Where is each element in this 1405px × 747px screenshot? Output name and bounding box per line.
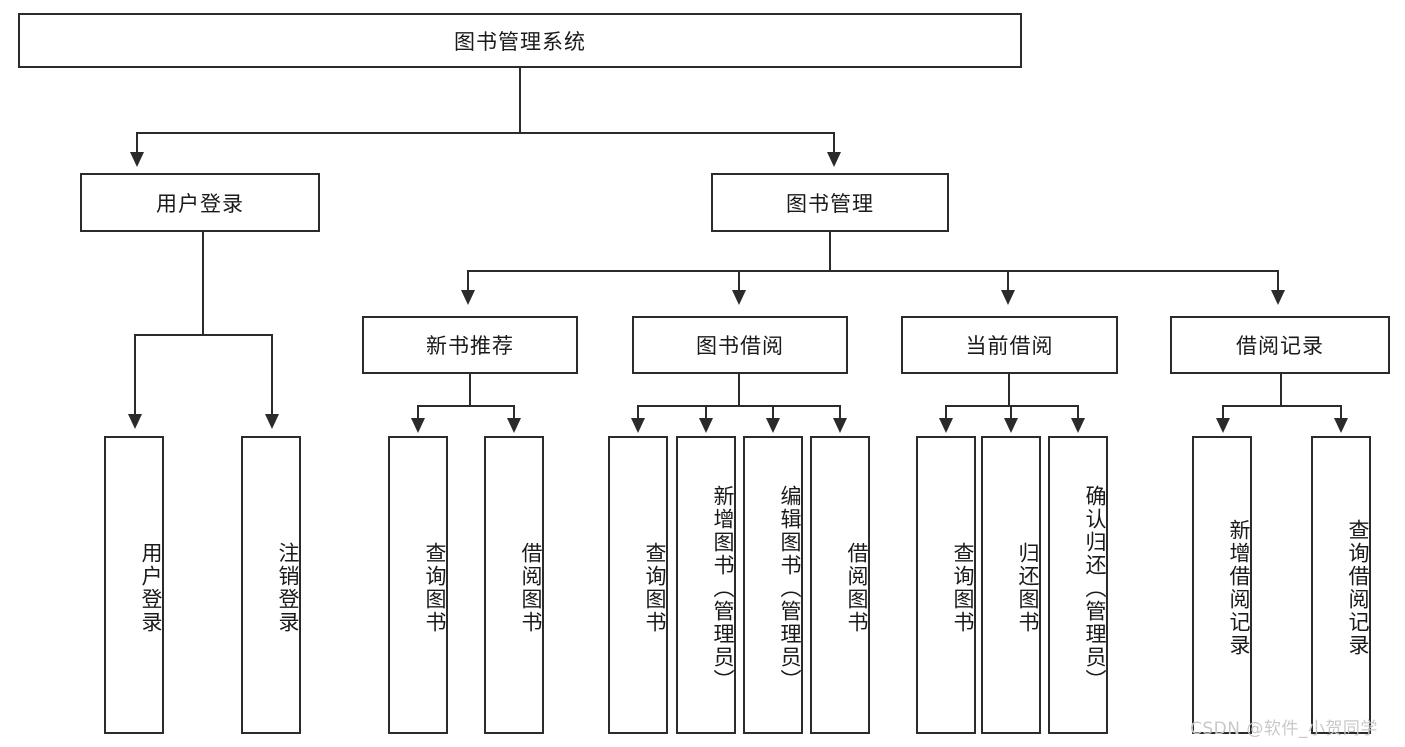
connector-bb-drop-1 — [637, 405, 639, 419]
arrowhead-nb-leaf-1 — [411, 418, 425, 433]
arrowhead-br-leaf-1 — [1216, 418, 1230, 433]
leaf-bb-borrow-book[interactable]: 借阅图书 — [810, 436, 870, 734]
arrowhead-cb-leaf-1 — [939, 418, 953, 433]
connector-root-drop-left — [136, 132, 138, 154]
node-book-management[interactable]: 图书管理 — [711, 173, 949, 232]
leaf-bb-edit-book-label: 编辑图书（管理员） — [778, 484, 802, 692]
node-user-login[interactable]: 用户登录 — [80, 173, 320, 232]
connector-cb-drop-3 — [1077, 405, 1079, 419]
leaf-bb-add-book-label: 新增图书（管理员） — [711, 484, 735, 692]
arrowhead-leaf-user-login — [128, 414, 142, 429]
connector-borrow-record-bus — [1222, 405, 1341, 407]
connector-current-borrow-stem — [1008, 374, 1010, 406]
leaf-nb-query-book[interactable]: 查询图书 — [388, 436, 448, 734]
connector-cb-drop-2 — [1010, 405, 1012, 419]
arrowhead-nb-leaf-2 — [507, 418, 521, 433]
connector-bb-drop-3 — [772, 405, 774, 419]
arrowhead-cb-leaf-2 — [1004, 418, 1018, 433]
node-root[interactable]: 图书管理系统 — [18, 13, 1022, 68]
leaf-bb-edit-book[interactable]: 编辑图书（管理员） — [743, 436, 803, 734]
arrowhead-bb-leaf-2 — [699, 418, 713, 433]
arrowhead-borrow-record — [1271, 290, 1285, 305]
leaf-bb-query-book[interactable]: 查询图书 — [608, 436, 668, 734]
leaf-user-login-label: 用户登录 — [139, 542, 163, 634]
node-new-book-recommend[interactable]: 新书推荐 — [362, 316, 578, 374]
connector-new-book-stem — [469, 374, 471, 406]
node-book-borrow-label: 图书借阅 — [696, 334, 784, 358]
leaf-bb-borrow-book-label: 借阅图书 — [845, 542, 869, 634]
leaf-nb-borrow-book[interactable]: 借阅图书 — [484, 436, 544, 734]
connector-cb-drop-1 — [945, 405, 947, 419]
connector-root-stem — [519, 68, 521, 133]
leaf-logout-label: 注销登录 — [276, 542, 300, 634]
connector-current-borrow-bus — [945, 405, 1079, 407]
node-book-borrow[interactable]: 图书借阅 — [632, 316, 848, 374]
leaf-br-query-record[interactable]: 查询借阅记录 — [1311, 436, 1371, 734]
node-current-borrow[interactable]: 当前借阅 — [901, 316, 1118, 374]
arrowhead-bb-leaf-1 — [631, 418, 645, 433]
connector-level2-drop-3 — [1007, 270, 1009, 292]
connector-root-drop-right — [833, 132, 835, 154]
arrowhead-cb-leaf-3 — [1071, 418, 1085, 433]
connector-level2-drop-2 — [738, 270, 740, 292]
leaf-cb-confirm-return[interactable]: 确认归还（管理员） — [1048, 436, 1108, 734]
connector-br-drop-2 — [1340, 405, 1342, 419]
node-new-book-recommend-label: 新书推荐 — [426, 334, 514, 358]
connector-bb-drop-2 — [705, 405, 707, 419]
arrowhead-leaf-logout — [265, 414, 279, 429]
connector-br-drop-1 — [1222, 405, 1224, 419]
arrowhead-user-login — [130, 152, 144, 167]
leaf-logout[interactable]: 注销登录 — [241, 436, 301, 734]
connector-new-book-bus — [417, 405, 514, 407]
arrowhead-bb-leaf-4 — [833, 418, 847, 433]
connector-bb-drop-4 — [839, 405, 841, 419]
leaf-nb-query-book-label: 查询图书 — [423, 542, 447, 634]
arrowhead-new-book — [461, 290, 475, 305]
connector-book-management-stem — [829, 232, 831, 271]
connector-level2-bus — [467, 270, 1279, 272]
arrowhead-book-borrow — [732, 290, 746, 305]
connector-level2-drop-4 — [1277, 270, 1279, 292]
connector-new-book-drop-2 — [513, 405, 515, 419]
connector-borrow-record-stem — [1280, 374, 1282, 406]
connector-new-book-drop-1 — [417, 405, 419, 419]
node-borrow-record-label: 借阅记录 — [1236, 334, 1324, 358]
node-current-borrow-label: 当前借阅 — [965, 334, 1054, 358]
connector-user-login-bus — [134, 334, 272, 336]
node-user-login-label: 用户登录 — [156, 191, 244, 216]
leaf-cb-query-book[interactable]: 查询图书 — [916, 436, 976, 734]
leaf-cb-confirm-return-label: 确认归还（管理员） — [1083, 484, 1107, 692]
leaf-bb-add-book[interactable]: 新增图书（管理员） — [676, 436, 736, 734]
connector-root-bus — [136, 132, 834, 134]
leaf-br-add-record-label: 新增借阅记录 — [1227, 519, 1251, 657]
connector-user-login-drop-1 — [134, 334, 136, 416]
arrowhead-book-manage — [827, 152, 841, 167]
arrowhead-current-borrow — [1001, 290, 1015, 305]
leaf-bb-query-book-label: 查询图书 — [643, 542, 667, 634]
connector-book-borrow-stem — [738, 374, 740, 406]
leaf-br-query-record-label: 查询借阅记录 — [1346, 519, 1370, 657]
node-book-management-label: 图书管理 — [786, 191, 874, 216]
arrowhead-bb-leaf-3 — [766, 418, 780, 433]
connector-book-borrow-bus — [637, 405, 840, 407]
connector-user-login-drop-2 — [271, 334, 273, 416]
leaf-cb-return-book-label: 归还图书 — [1016, 542, 1040, 634]
connector-level2-drop-1 — [467, 270, 469, 292]
node-borrow-record[interactable]: 借阅记录 — [1170, 316, 1390, 374]
leaf-br-add-record[interactable]: 新增借阅记录 — [1192, 436, 1252, 734]
arrowhead-br-leaf-2 — [1334, 418, 1348, 433]
leaf-cb-return-book[interactable]: 归还图书 — [981, 436, 1041, 734]
connector-user-login-stem — [202, 232, 204, 335]
leaf-nb-borrow-book-label: 借阅图书 — [519, 542, 543, 634]
leaf-cb-query-book-label: 查询图书 — [951, 542, 975, 634]
leaf-user-login[interactable]: 用户登录 — [104, 436, 164, 734]
node-root-label: 图书管理系统 — [454, 29, 586, 54]
